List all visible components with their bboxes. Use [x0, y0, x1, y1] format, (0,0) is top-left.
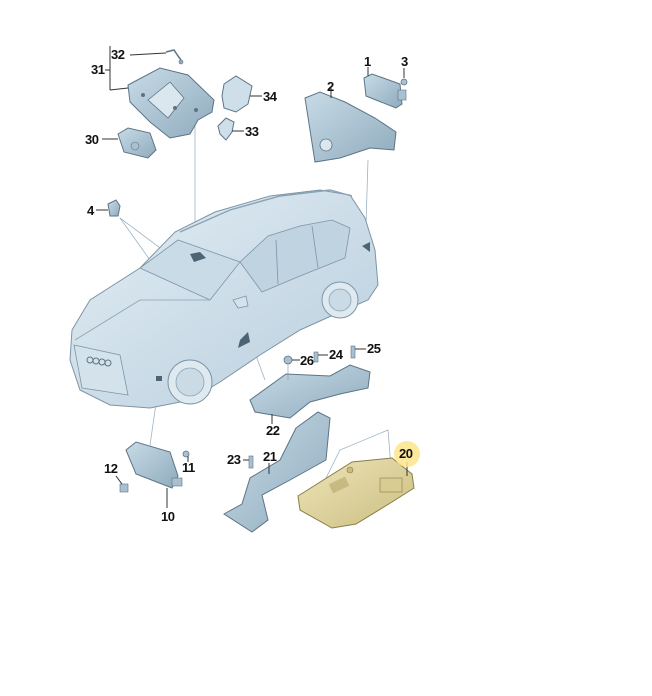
part-31-bracket[interactable]: [127, 67, 215, 139]
callout-25[interactable]: 25: [367, 341, 381, 356]
callout-3[interactable]: 3: [401, 54, 408, 69]
part-12-nut[interactable]: [115, 475, 129, 493]
part-25-screw[interactable]: [350, 345, 366, 359]
part-2-bracket[interactable]: [304, 88, 397, 163]
callout-26[interactable]: 26: [300, 353, 314, 368]
part-33-cover[interactable]: [217, 117, 244, 141]
callout-32[interactable]: 32: [111, 47, 125, 62]
part-24-screw[interactable]: [313, 351, 328, 363]
callout-22[interactable]: 22: [266, 423, 280, 438]
callout-1[interactable]: 1: [364, 54, 371, 69]
part-11-screw[interactable]: [182, 450, 190, 462]
part-4-sensor[interactable]: [96, 199, 121, 217]
callout-4[interactable]: 4: [87, 203, 94, 218]
callout-11[interactable]: 11: [182, 460, 195, 475]
callout-34[interactable]: 34: [263, 89, 277, 104]
callout-30[interactable]: 30: [85, 132, 99, 147]
part-21-bracket[interactable]: [223, 411, 331, 533]
callout-2[interactable]: 2: [327, 79, 334, 94]
part-3-screw[interactable]: [400, 68, 408, 86]
part-10-module[interactable]: [125, 441, 183, 508]
selected-callout-highlight: [394, 441, 420, 467]
callout-21[interactable]: 21: [263, 449, 277, 464]
part-26-screw[interactable]: [283, 355, 300, 380]
callout-10[interactable]: 10: [161, 509, 175, 524]
vehicle-illustration: [69, 189, 379, 409]
part-1-module[interactable]: [363, 67, 407, 109]
part-20-control-unit[interactable]: [297, 457, 415, 529]
part-22-plate[interactable]: [249, 364, 371, 424]
callout-31[interactable]: 31: [91, 62, 105, 77]
part-34-cover[interactable]: [221, 75, 262, 113]
callout-33[interactable]: 33: [245, 124, 259, 139]
part-32-clip[interactable]: [165, 49, 184, 65]
callout-24[interactable]: 24: [329, 347, 343, 362]
callout-23[interactable]: 23: [227, 452, 241, 467]
callout-20[interactable]: 20: [399, 446, 413, 461]
callout-12[interactable]: 12: [104, 461, 118, 476]
part-23-bolt[interactable]: [243, 455, 254, 469]
part-30-module[interactable]: [102, 127, 157, 159]
callout-31-bracket-lines: [105, 46, 167, 91]
